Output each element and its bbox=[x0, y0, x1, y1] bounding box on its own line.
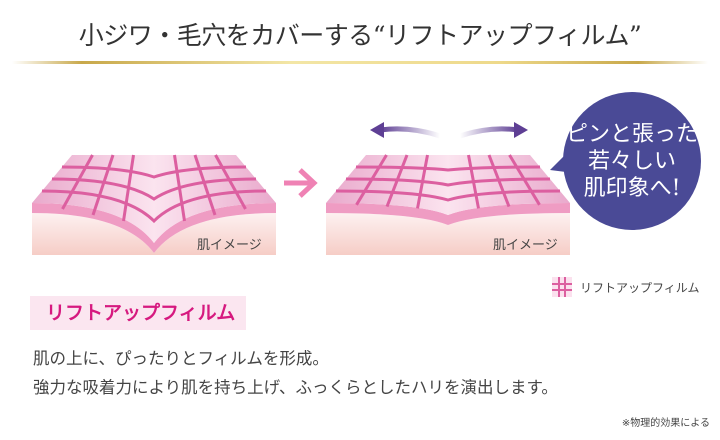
after-grid-line bbox=[416, 154, 429, 209]
stretch-right-arrow-icon bbox=[459, 126, 519, 139]
before-grid-line bbox=[51, 177, 257, 201]
skin-label-after: 肌イメージ bbox=[493, 238, 558, 253]
before-grid-line bbox=[173, 154, 186, 222]
after-skin-body bbox=[326, 213, 570, 255]
film-description-line: 肌の上に、ぴったりとフィルムを形成。 bbox=[33, 349, 329, 368]
gold-divider bbox=[12, 61, 708, 64]
next-arrow-icon bbox=[284, 168, 318, 198]
before-grid-line bbox=[214, 154, 247, 210]
grid-icon bbox=[552, 277, 572, 297]
legend: リフトアップフィルム bbox=[552, 277, 700, 297]
after-film-edge bbox=[326, 203, 570, 225]
after-grid-line bbox=[467, 154, 480, 209]
film-heading: リフトアップフィルム bbox=[30, 296, 246, 330]
page-title: 小ジワ・毛穴をカバーする“リフトアップフィルム” bbox=[78, 21, 642, 50]
footnote: ※物理的効果による bbox=[621, 418, 710, 429]
skin-diagram bbox=[32, 122, 590, 255]
before-grid-line bbox=[41, 189, 267, 224]
before-grid-line bbox=[193, 154, 217, 216]
film-description-line: 強力な吸着力により肌を持ち上げ、ふっくらとしたハリを演出します。 bbox=[33, 378, 558, 397]
before-skin-body bbox=[32, 213, 276, 255]
after-grid-line bbox=[508, 154, 541, 206]
speech-bubble: ピンと張った 若々しい 肌印象へ! bbox=[563, 92, 701, 230]
after-grid-line bbox=[355, 154, 388, 206]
stretch-left-arrow-icon bbox=[379, 126, 441, 139]
before-grid-line bbox=[61, 154, 94, 210]
after-grid-line bbox=[487, 154, 511, 208]
bubble-line: 若々しい bbox=[587, 148, 676, 174]
bubble-line: ピンと張った bbox=[565, 121, 698, 147]
skin-label-before: 肌イメージ bbox=[197, 238, 262, 253]
after-grid-line bbox=[335, 189, 561, 202]
stretch-left-arrowhead-icon bbox=[370, 122, 384, 138]
before-film-edge bbox=[32, 203, 276, 253]
after-grid-line bbox=[385, 154, 409, 208]
before-grid-line bbox=[91, 154, 115, 216]
after-grid-line bbox=[355, 165, 541, 172]
legend-label: リフトアップフィルム bbox=[580, 280, 700, 295]
bubble-line: 肌印象へ! bbox=[583, 175, 681, 201]
before-grid-line bbox=[122, 154, 135, 222]
after-grid-line bbox=[345, 177, 551, 187]
stretch-right-arrowhead-icon bbox=[514, 122, 528, 138]
before-grid-line bbox=[61, 165, 247, 179]
